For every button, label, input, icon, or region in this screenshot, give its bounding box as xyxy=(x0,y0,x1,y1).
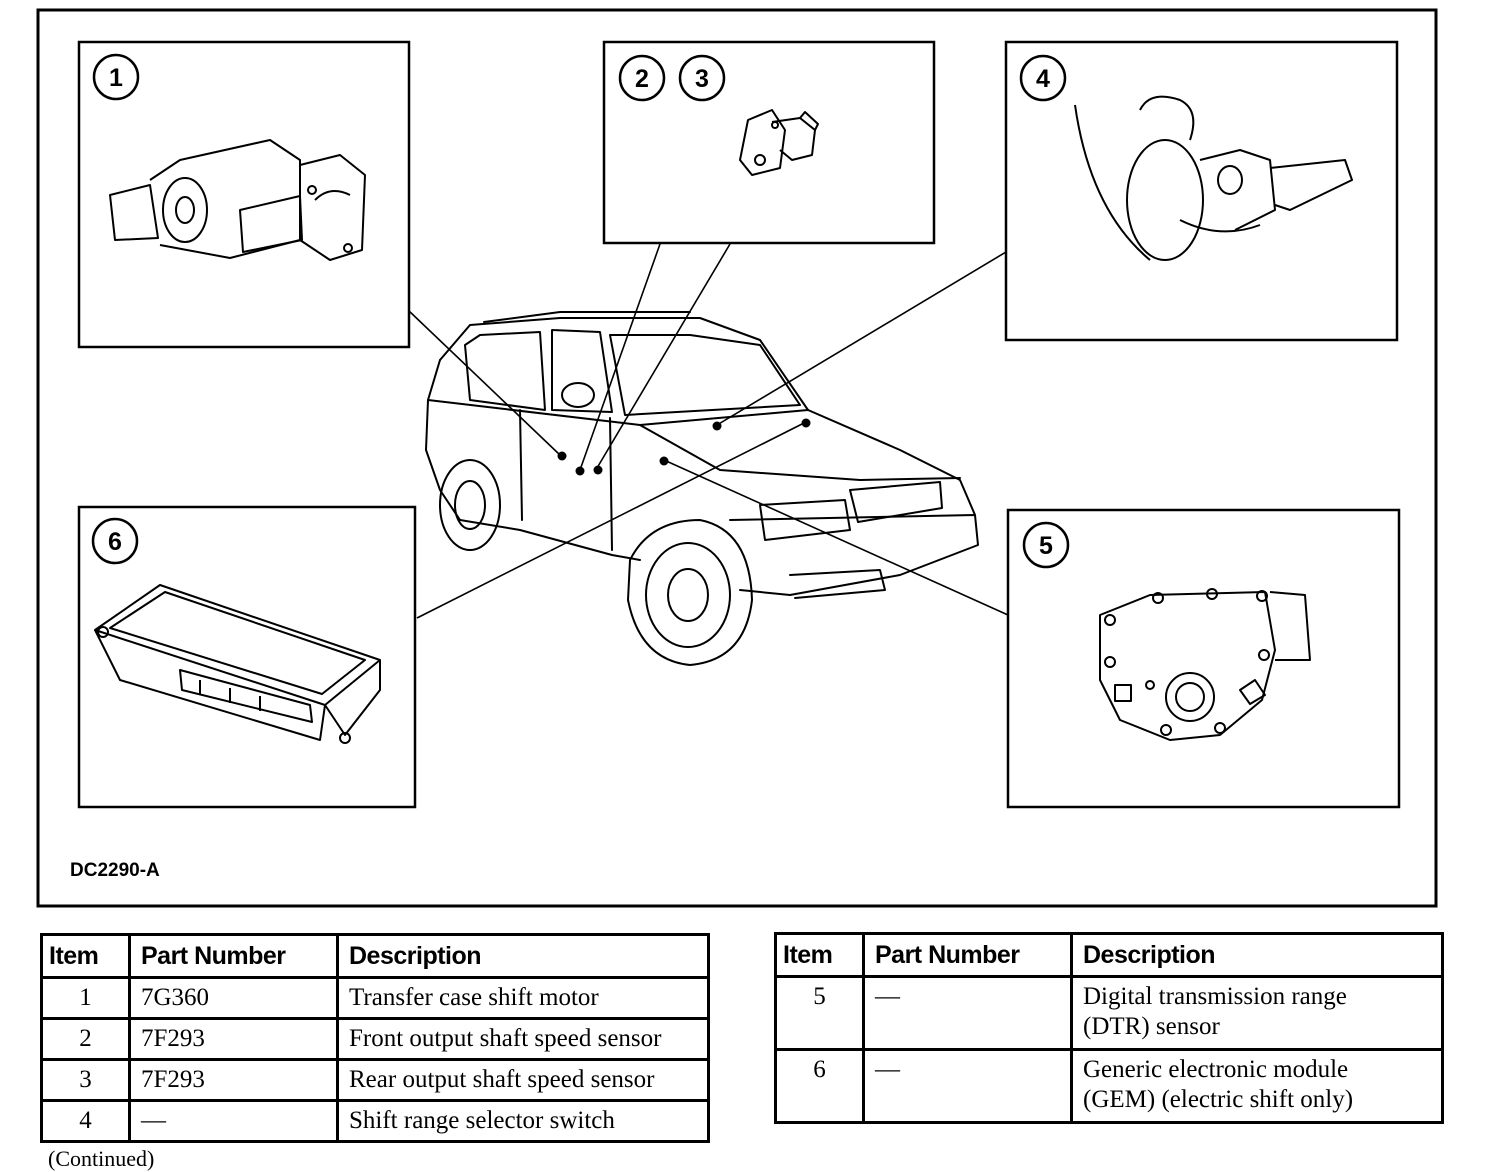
leader-lines xyxy=(407,243,1009,619)
table-row: 2 7F293 Front output shaft speed sensor xyxy=(40,1017,710,1061)
header-part-number: Part Number xyxy=(862,932,1073,978)
speed-sensor-illustration xyxy=(739,109,819,176)
gem-module-illustration xyxy=(94,584,381,744)
header-description: Description xyxy=(1070,932,1444,978)
table-header-row: Item Part Number Description xyxy=(40,933,710,979)
callout-1: 1 xyxy=(92,53,140,101)
inset-1 xyxy=(77,40,411,349)
description-line: (GEM) (electric shift only) xyxy=(1083,1086,1354,1113)
cell-description: Rear output shaft speed sensor xyxy=(336,1058,710,1102)
inset-2-3 xyxy=(602,40,936,245)
parts-table-left: Item Part Number Description 1 7G360 Tra… xyxy=(40,933,710,1143)
shift-motor-illustration xyxy=(109,139,366,261)
vehicle-illustration xyxy=(425,311,979,666)
header-item: Item xyxy=(40,933,131,979)
cell-item: 5 xyxy=(774,975,865,1051)
cell-item: 1 xyxy=(40,976,131,1020)
inset-6 xyxy=(77,505,417,809)
table-row: 3 7F293 Rear output shaft speed sensor xyxy=(40,1058,710,1102)
cell-description: Digital transmission range (DTR) sensor xyxy=(1070,975,1444,1051)
cell-item: 2 xyxy=(40,1017,131,1061)
callout-4: 4 xyxy=(1019,54,1067,102)
table-row: 4 — Shift range selector switch xyxy=(40,1099,710,1143)
continued-note: (Continued) xyxy=(48,1146,155,1171)
table-row: 6 — Generic electronic module (GEM) (ele… xyxy=(774,1048,1444,1124)
cell-part-number: 7G360 xyxy=(128,976,339,1020)
cell-item: 3 xyxy=(40,1058,131,1102)
figure-frame xyxy=(36,8,1438,908)
svg-text:2: 2 xyxy=(635,65,649,93)
cell-part-number: — xyxy=(862,975,1073,1051)
cell-description: Shift range selector switch xyxy=(336,1099,710,1143)
location-dots xyxy=(557,418,811,476)
inset-5 xyxy=(1006,508,1401,809)
cell-description: Generic electronic module (GEM) (electri… xyxy=(1070,1048,1444,1124)
figure-code: DC2290-A xyxy=(70,860,160,881)
cell-part-number: 7F293 xyxy=(128,1017,339,1061)
cell-description: Front output shaft speed sensor xyxy=(336,1017,710,1061)
cell-part-number: — xyxy=(128,1099,339,1143)
table-header-row: Item Part Number Description xyxy=(774,932,1444,978)
header-part-number: Part Number xyxy=(128,933,339,979)
svg-text:4: 4 xyxy=(1036,65,1050,93)
inset-4 xyxy=(1004,40,1399,342)
callout-2: 2 xyxy=(618,54,666,102)
cell-part-number: 7F293 xyxy=(128,1058,339,1102)
callout-3: 3 xyxy=(678,54,726,102)
header-item: Item xyxy=(774,932,865,978)
parts-table-right: Item Part Number Description 5 — Digital… xyxy=(774,932,1444,1124)
description-line: Digital transmission range xyxy=(1083,983,1347,1010)
svg-text:6: 6 xyxy=(108,528,122,556)
header-description: Description xyxy=(336,933,710,979)
callout-5: 5 xyxy=(1022,521,1070,569)
cell-item: 6 xyxy=(774,1048,865,1124)
svg-text:3: 3 xyxy=(695,65,709,93)
svg-text:1: 1 xyxy=(109,64,123,92)
selector-switch-illustration xyxy=(1074,95,1353,261)
description-line: (DTR) sensor xyxy=(1083,1013,1220,1040)
dtr-sensor-illustration xyxy=(1099,588,1311,741)
svg-text:5: 5 xyxy=(1039,532,1053,560)
callout-6: 6 xyxy=(91,517,139,565)
table-row: 1 7G360 Transfer case shift motor xyxy=(40,976,710,1020)
table-row: 5 — Digital transmission range (DTR) sen… xyxy=(774,975,1444,1051)
description-line: Generic electronic module xyxy=(1083,1056,1349,1083)
cell-description: Transfer case shift motor xyxy=(336,976,710,1020)
cell-part-number: — xyxy=(862,1048,1073,1124)
cell-item: 4 xyxy=(40,1099,131,1143)
